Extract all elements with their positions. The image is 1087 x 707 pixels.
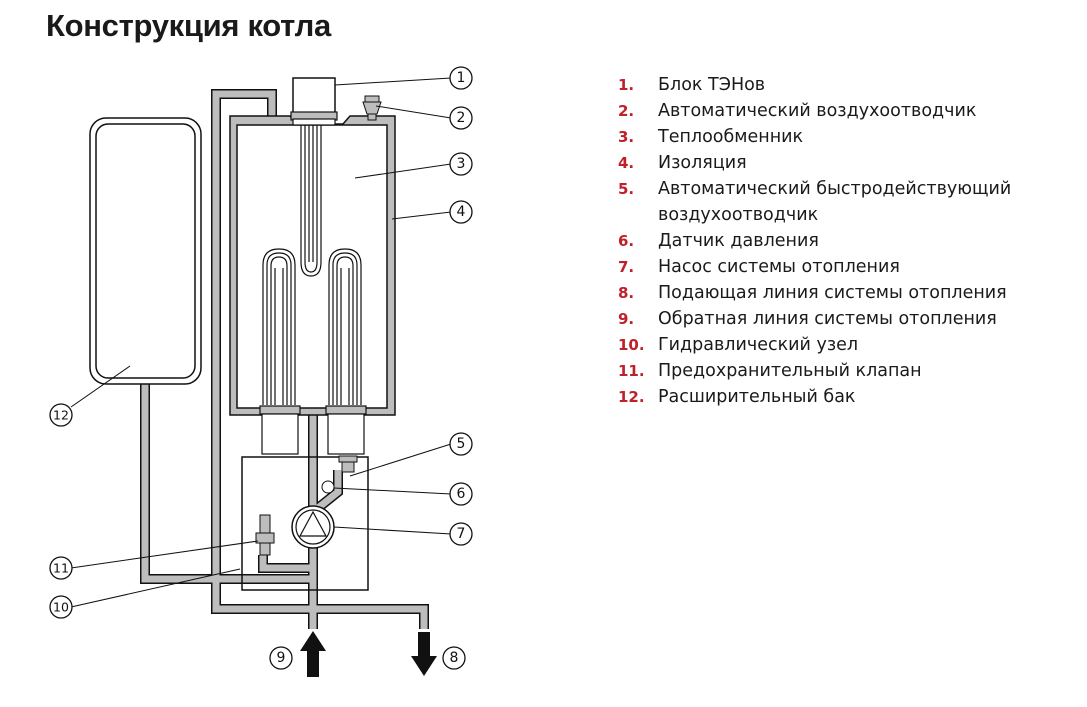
callout-7: 7 xyxy=(457,526,466,542)
legend-number: 4. xyxy=(618,154,635,172)
legend-number: 1. xyxy=(618,76,635,94)
legend-number: 10. xyxy=(618,336,645,354)
legend-item: 1. Блок ТЭНов xyxy=(618,72,1038,98)
callout-3: 3 xyxy=(457,156,466,172)
pressure-sensor xyxy=(321,480,335,494)
legend-number: 2. xyxy=(618,102,635,120)
legend-item: 9. Обратная линия системы отопления xyxy=(618,306,1038,332)
legend-number: 3. xyxy=(618,128,635,146)
air-vent xyxy=(362,95,382,121)
legend-list: 1. Блок ТЭНов 2. Автоматический воздухоотв… xyxy=(618,72,1038,410)
callout-11: 11 xyxy=(53,561,69,576)
legend-number: 7. xyxy=(618,258,635,276)
legend-item: 4. Изоляция xyxy=(618,150,1038,176)
legend-label: Автоматический воздухоотводчик xyxy=(658,101,977,121)
legend-label: Блок ТЭНов xyxy=(658,75,766,95)
legend-label: Датчик давления xyxy=(658,231,819,251)
legend-number: 9. xyxy=(618,310,635,328)
pump xyxy=(291,505,335,549)
legend-number: 8. xyxy=(618,284,635,302)
hydraulic-unit xyxy=(241,456,369,591)
legend-label: Автоматический быстродействующий воздухо… xyxy=(658,179,1012,225)
legend-item: 10. Гидравлический узел xyxy=(618,332,1038,358)
callout-8: 8 xyxy=(450,650,459,666)
heating-element-block xyxy=(290,77,338,277)
safety-valve xyxy=(255,514,275,556)
legend-label: Теплообменник xyxy=(658,127,804,147)
supply-arrow-icon xyxy=(411,632,437,676)
legend-item: 6. Датчик давления xyxy=(618,228,1038,254)
legend-number: 12. xyxy=(618,388,645,406)
legend-label: Расширительный бак xyxy=(658,387,856,407)
callout-5: 5 xyxy=(457,436,466,452)
legend-number: 11. xyxy=(618,362,645,380)
legend-label: Гидравлический узел xyxy=(658,335,859,355)
legend-number: 6. xyxy=(618,232,635,250)
legend-item: 12. Расширительный бак xyxy=(618,384,1038,410)
lower-heating-elements xyxy=(259,248,367,455)
legend-label: Предохранительный клапан xyxy=(658,361,922,381)
leader-lines xyxy=(70,77,452,608)
callout-12: 12 xyxy=(53,408,69,423)
callout-2: 2 xyxy=(457,110,466,126)
expansion-tank xyxy=(89,117,202,385)
legend-item: 7. Насос системы отопления xyxy=(618,254,1038,280)
legend-item: 3. Теплообменник xyxy=(618,124,1038,150)
callout-9: 9 xyxy=(277,650,286,666)
callout-4: 4 xyxy=(457,204,466,220)
legend-label: Обратная линия системы отопления xyxy=(658,309,997,329)
legend-item: 5. Автоматический быстродействующий возду… xyxy=(618,176,1038,228)
legend-label: Изоляция xyxy=(658,153,747,173)
return-arrow-icon xyxy=(300,631,326,677)
legend-item: 8. Подающая линия системы отопления xyxy=(618,280,1038,306)
legend-item: 11. Предохранительный клапан xyxy=(618,358,1038,384)
callout-1: 1 xyxy=(457,70,466,86)
callout-numbers: 1 2 3 4 5 6 7 8 9 10 11 12 xyxy=(53,70,465,666)
callout-6: 6 xyxy=(457,486,466,502)
page-title: Конструкция котла xyxy=(46,8,331,43)
legend-item: 2. Автоматический воздухоотводчик xyxy=(618,98,1038,124)
legend-label: Подающая линия системы отопления xyxy=(658,283,1007,303)
callout-10: 10 xyxy=(53,600,69,615)
legend-number: 5. xyxy=(618,180,635,198)
fast-air-vent xyxy=(338,455,358,473)
callouts xyxy=(49,66,473,670)
legend-label: Насос системы отопления xyxy=(658,257,900,277)
